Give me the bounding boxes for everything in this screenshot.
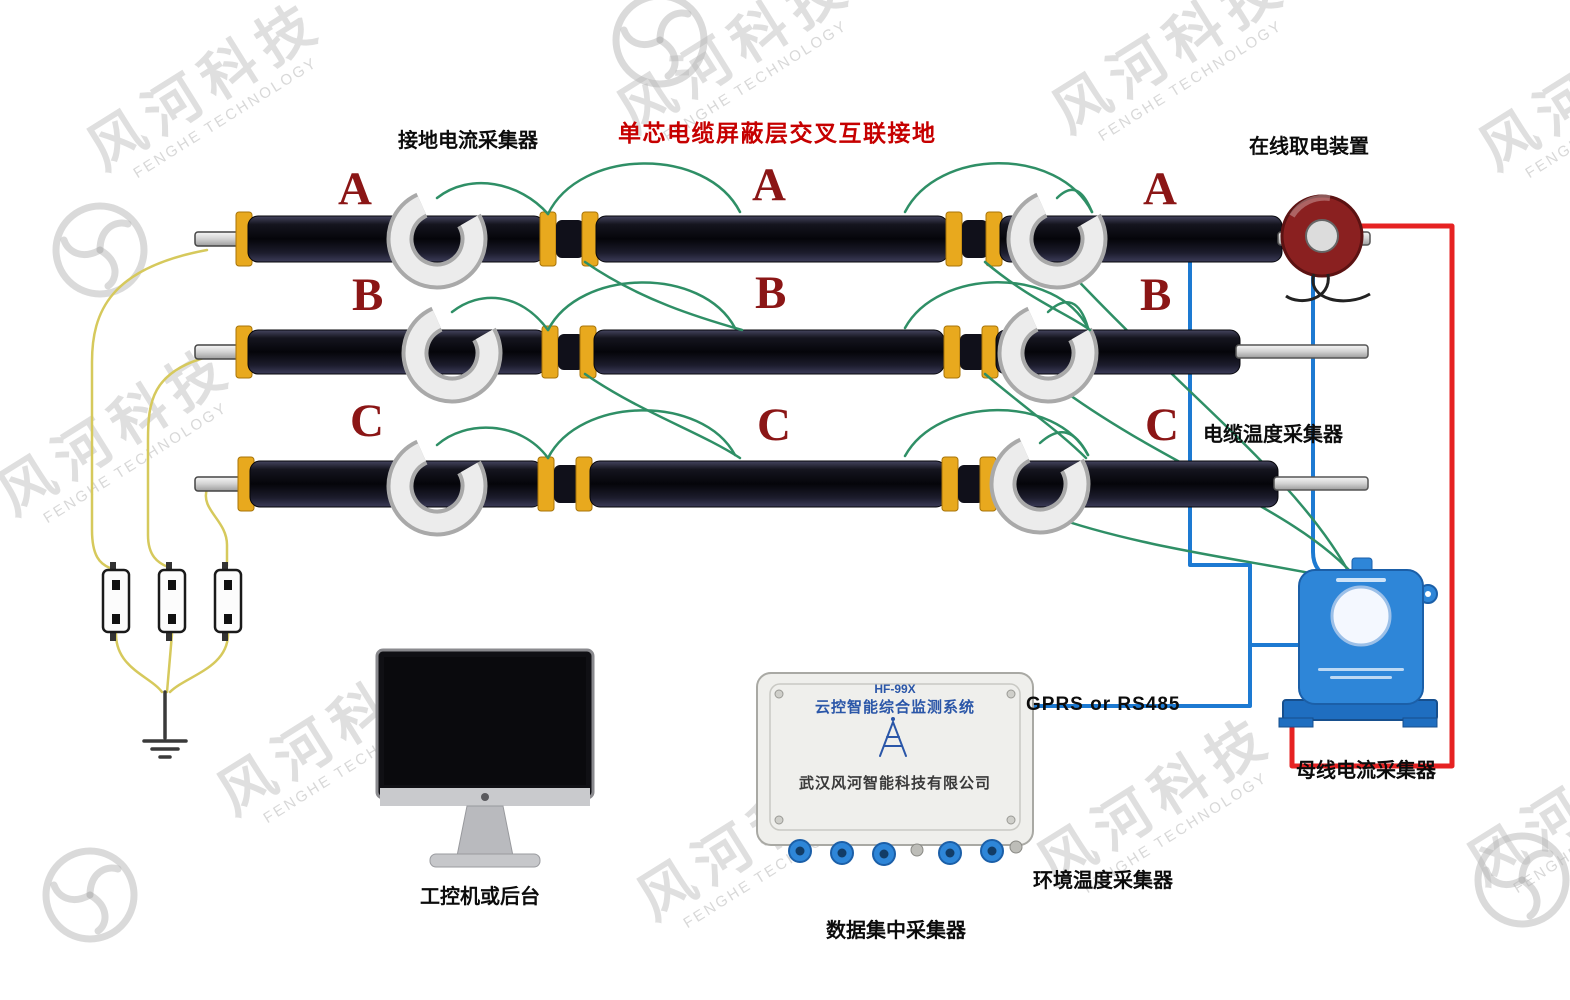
power-wire-red <box>1289 223 1455 769</box>
label-data-concentrator: 数据集中采集器 <box>826 920 966 942</box>
current-clamp <box>997 302 1099 404</box>
box-model-text: HF-99X <box>874 682 916 696</box>
label-comm-link: GPRS or RS485 <box>1026 694 1181 715</box>
label-environment-temperature-collector: 环境温度采集器 <box>1033 870 1173 892</box>
box-company-text: 武汉风河智能科技有限公司 <box>798 775 991 792</box>
current-clamps <box>386 188 1108 537</box>
grounding-wires-yellow <box>90 248 230 694</box>
phase-label-a2: A <box>752 159 786 211</box>
label-industrial-computer: 工控机或后台 <box>420 886 540 908</box>
busbar-ct-device <box>1278 557 1438 728</box>
box-system-name-text: 云控智能综合监测系统 <box>814 699 975 716</box>
phase-label-b1: B <box>352 269 384 321</box>
grounding-box <box>213 562 243 641</box>
cable-phase-c <box>194 456 1369 512</box>
power-ct-ring <box>1280 194 1371 303</box>
phase-label-c2: C <box>757 399 791 451</box>
label-cable-temperature-collector: 电缆温度采集器 <box>1203 424 1343 446</box>
diagram-title: 单芯电缆屏蔽层交叉互联接地 <box>618 120 937 146</box>
current-clamp <box>989 433 1091 535</box>
cross-bonding-wires <box>435 162 1094 460</box>
phase-label-c3: C <box>1145 399 1179 451</box>
label-busbar-current-collector: 母线电流采集器 <box>1296 760 1436 782</box>
box-logo-icon <box>879 717 907 757</box>
cable-phase-a <box>194 211 1371 267</box>
grounding-box <box>101 562 131 641</box>
earth-ground-symbol <box>142 690 188 759</box>
grounding-box <box>157 562 187 641</box>
phase-label-b3: B <box>1140 269 1172 321</box>
phase-label-a3: A <box>1143 163 1177 215</box>
phase-label-a1: A <box>338 163 372 215</box>
current-clamp <box>1006 188 1108 290</box>
monitor-logo-icon <box>481 793 489 801</box>
phase-label-b2: B <box>755 267 787 319</box>
cable-phase-b <box>194 325 1369 379</box>
label-grounding-current-collector: 接地电流采集器 <box>398 130 538 152</box>
data-concentrator-box <box>756 672 1034 866</box>
label-online-power-device: 在线取电装置 <box>1249 136 1369 158</box>
box-connectors <box>788 839 1023 866</box>
grounding-boxes <box>101 562 243 641</box>
monitor <box>375 648 595 868</box>
phase-label-c1: C <box>350 395 384 447</box>
